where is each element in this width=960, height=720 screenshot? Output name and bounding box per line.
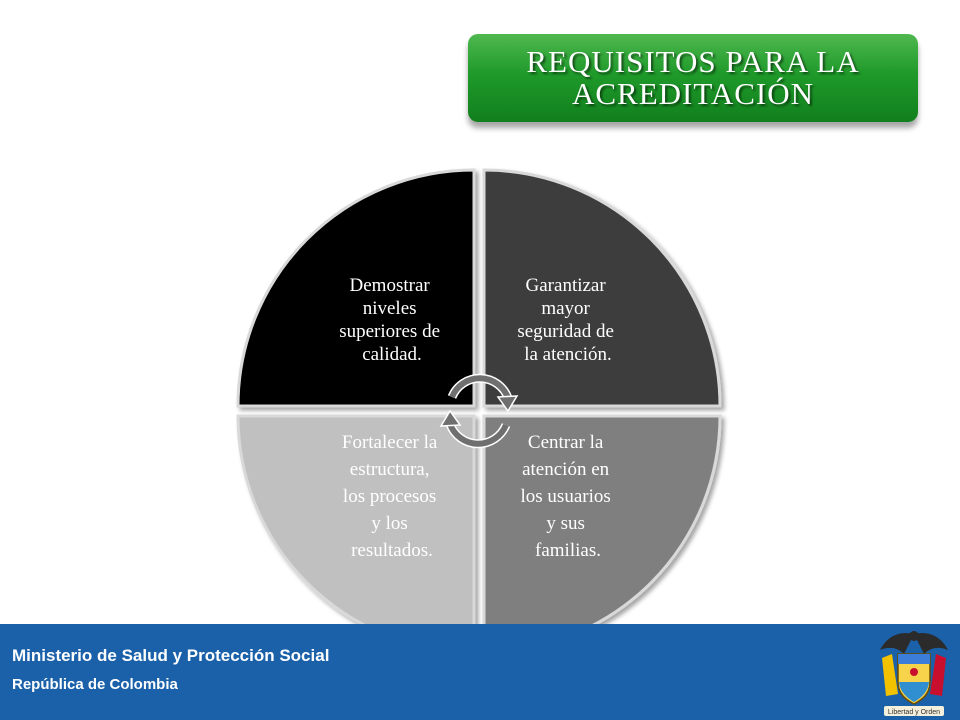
title-banner: REQUISITOS PARA LA ACREDITACIÓN	[468, 34, 918, 122]
title-line-1: REQUISITOS PARA LA	[526, 44, 860, 79]
footer-bar: Ministerio de Salud y Protección Social …	[0, 624, 960, 720]
quadrant-bottom-left-text: Fortalecer la estructura, los procesos y…	[342, 432, 442, 561]
title: REQUISITOS PARA LA ACREDITACIÓN	[526, 46, 859, 110]
ministry-name: Ministerio de Salud y Protección Social	[12, 646, 330, 665]
quadrant-bottom-right-text: Centrar la atención en los usuarios y su…	[521, 432, 616, 561]
coat-of-arms-icon: Libertad y Orden	[880, 631, 948, 716]
crest-motto: Libertad y Orden	[888, 709, 940, 716]
title-line-2: ACREDITACIÓN	[571, 76, 814, 111]
quadrant-top-left-text: Demostrar niveles superiores de calidad.	[339, 275, 445, 365]
quadrant-top-right-text: Garantizar mayor seguridad de la atenció…	[517, 275, 618, 365]
quadrant-top-right	[482, 168, 722, 408]
circular-arrows-icon	[439, 373, 519, 449]
republic-name: República de Colombia	[12, 676, 178, 693]
quadrant-top-left	[236, 168, 476, 408]
